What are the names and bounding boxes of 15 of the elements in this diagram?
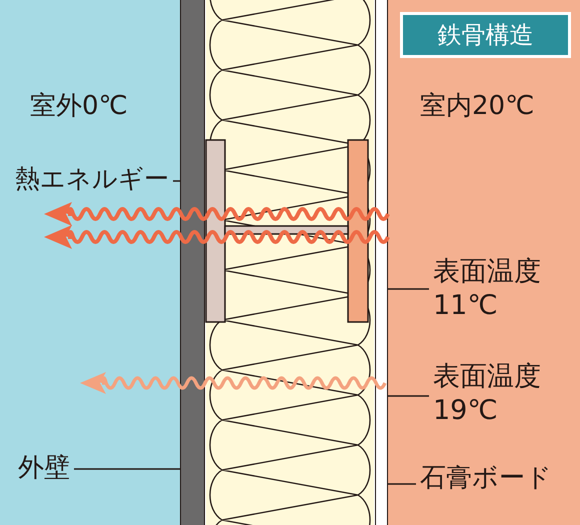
gypsum-board-label: 石膏ボード: [420, 462, 552, 494]
leader-line: [74, 468, 180, 470]
section-title-badge: 鉄骨構造: [400, 12, 571, 58]
outdoor-temperature-label: 室外0℃: [30, 90, 128, 123]
surface-temperature-label: 表面温度19℃: [433, 360, 544, 428]
surface-temperature-label: 表面温度11℃: [433, 255, 544, 322]
leader-line: [388, 288, 429, 290]
exterior-wall-label: 外壁: [18, 452, 70, 484]
exterior-wall: [180, 0, 205, 525]
leader-line: [388, 483, 416, 485]
gypsum-board: [375, 0, 388, 525]
heat-energy-label: 熱エネルギー: [15, 163, 169, 194]
leader-line: [388, 395, 429, 397]
indoor-temperature-label: 室内20℃: [420, 90, 534, 123]
leader-line: [173, 180, 180, 182]
